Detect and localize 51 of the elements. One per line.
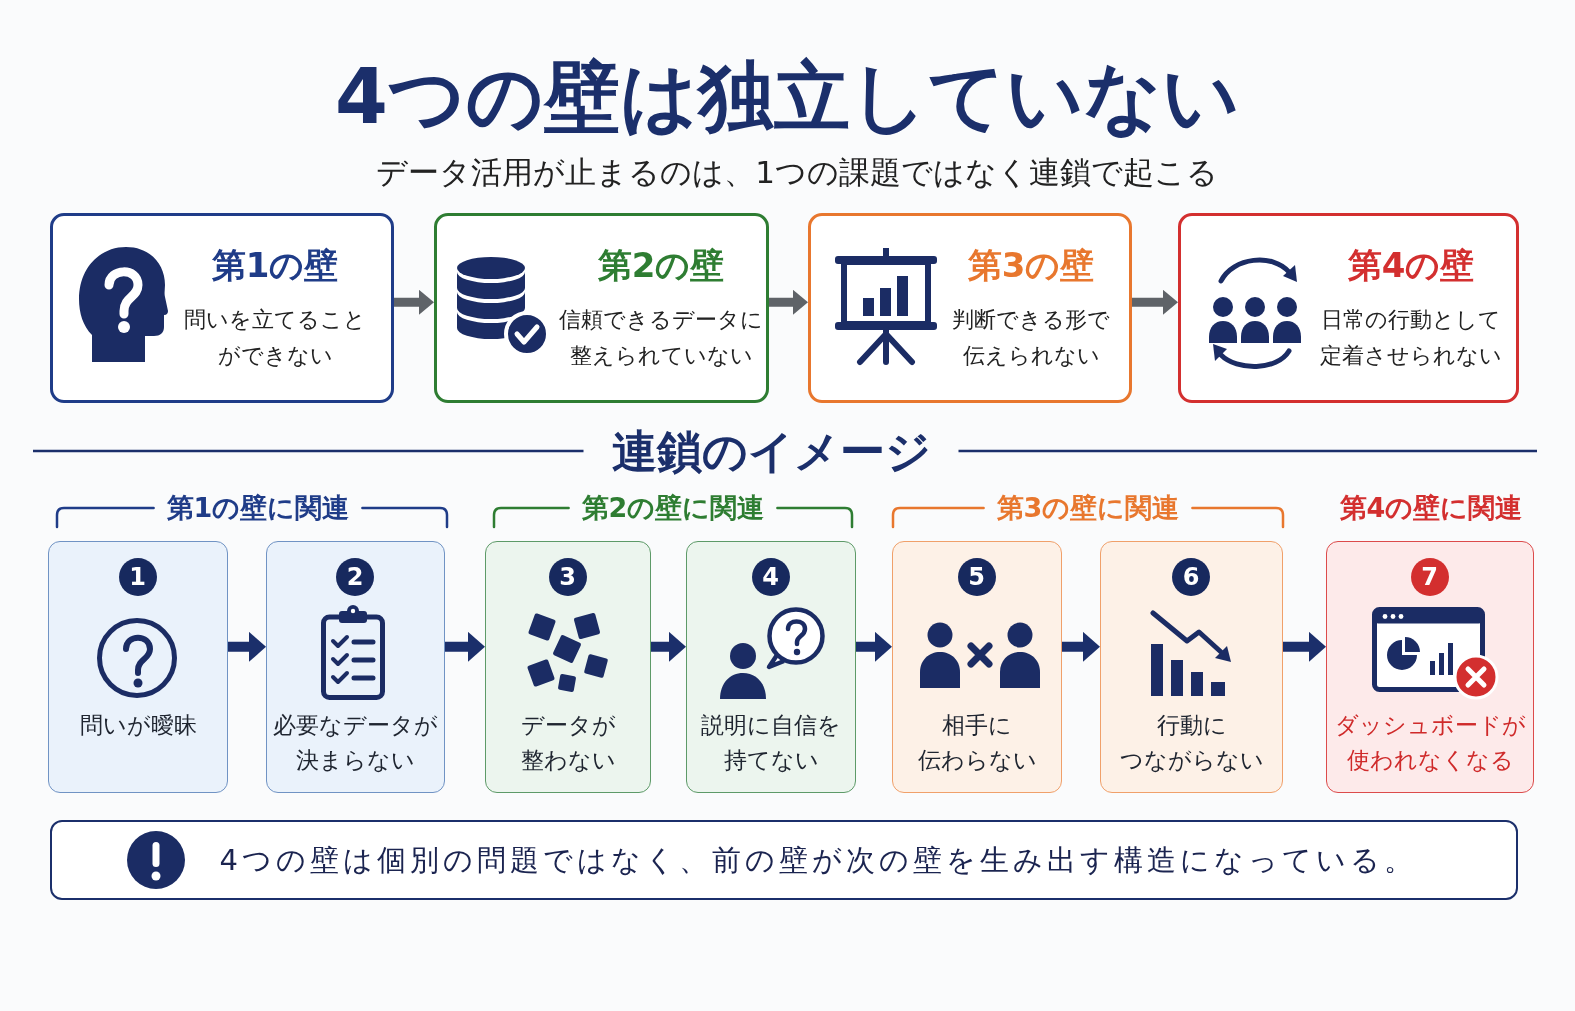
- card-title: 第3の壁: [966, 244, 1096, 287]
- step-label: 必要なデータが決まらない: [272, 711, 439, 775]
- card-description: 問いを立てることができない: [183, 306, 367, 370]
- group-heading: 第3の壁に関連: [996, 491, 1180, 525]
- step-number: 4: [751, 557, 790, 596]
- step-number: 3: [548, 557, 587, 596]
- note-text: 4つの壁は個別の問題ではなく、前の壁が次の壁を生み出す構造になっている。: [219, 841, 1417, 879]
- step-label: データが整わない: [519, 711, 617, 775]
- step-card: [266, 541, 445, 793]
- diagram-title: 4つの壁は独立していない: [334, 52, 1241, 142]
- step-card: [686, 541, 856, 793]
- arrow: [1062, 631, 1100, 662]
- section-heading: 連鎖のイメージ: [611, 424, 931, 480]
- step-label: 問いが曖昧: [78, 711, 198, 740]
- arrow: [394, 289, 434, 315]
- card-description: 日常の行動として定着させられない: [1319, 306, 1503, 370]
- card-title: 第1の壁: [210, 244, 340, 287]
- card-description: 信頼できるデータに整えられていない: [559, 306, 763, 370]
- step-label: ダッシュボードが使われなくなる: [1333, 711, 1527, 775]
- step-number: 5: [957, 557, 996, 596]
- step-label: 相手に伝わらない: [916, 711, 1038, 775]
- step-card: [485, 541, 651, 793]
- arrow: [445, 631, 485, 662]
- group-heading: 第4の壁に関連: [1339, 491, 1523, 525]
- arrow: [1283, 631, 1326, 662]
- group-heading: 第1の壁に関連: [166, 491, 350, 525]
- step-label: 行動につながらない: [1118, 711, 1265, 775]
- wall-card: [808, 213, 1132, 403]
- arrow: [651, 631, 686, 662]
- wall-card: [1178, 213, 1519, 403]
- card-title: 第4の壁: [1346, 244, 1476, 287]
- arrow: [1132, 289, 1178, 315]
- wall-card: [50, 213, 394, 403]
- step-label: 説明に自信を持てない: [700, 711, 842, 775]
- arrow: [769, 289, 808, 315]
- step-card: [1326, 541, 1534, 793]
- step-card: [1100, 541, 1283, 793]
- step-card: [892, 541, 1062, 793]
- group-heading: 第2の壁に関連: [581, 491, 765, 525]
- subtitle: データ活用が止まるのは、1つの課題ではなく連鎖で起こる: [376, 153, 1218, 192]
- step-number: 7: [1410, 557, 1449, 596]
- step-card: [48, 541, 228, 793]
- step-number: 1: [118, 557, 157, 596]
- arrow: [856, 631, 892, 662]
- card-title: 第2の壁: [596, 244, 726, 287]
- step-number: 2: [336, 557, 374, 596]
- card-description: 判断できる形で伝えられない: [951, 306, 1111, 370]
- wall-card: [434, 213, 769, 403]
- step-number: 6: [1172, 557, 1210, 596]
- note-box: [50, 820, 1518, 900]
- arrow: [228, 631, 266, 662]
